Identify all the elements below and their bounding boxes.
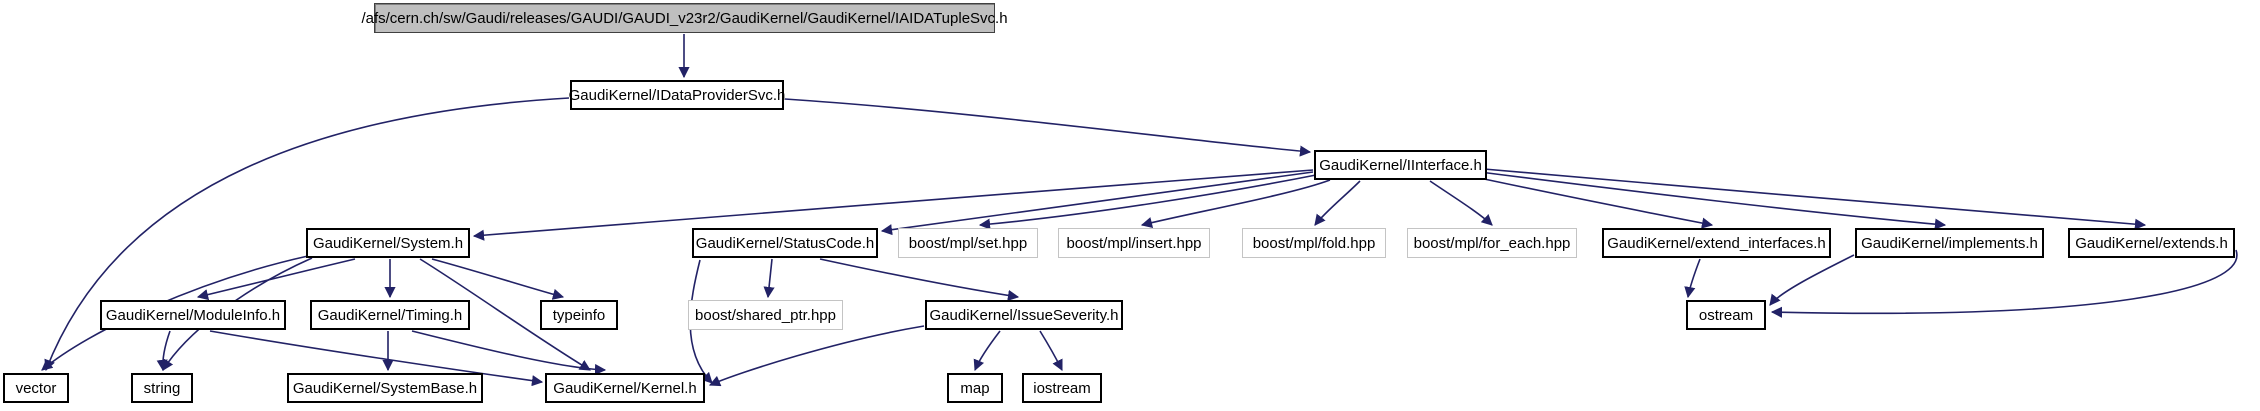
node-gaudikernel-issueseverity[interactable]: GaudiKernel/IssueSeverity.h (925, 300, 1123, 330)
node-boost-shared-ptr[interactable]: boost/shared_ptr.hpp (688, 300, 843, 330)
node-label: ostream (1698, 306, 1754, 324)
node-gaudikernel-extend-interfaces[interactable]: GaudiKernel/extend_interfaces.h (1602, 228, 1831, 258)
node-gaudikernel-moduleinfo[interactable]: GaudiKernel/ModuleInfo.h (100, 300, 286, 330)
node-label: string (143, 379, 181, 397)
node-label: boost/shared_ptr.hpp (695, 306, 836, 324)
node-label: /afs/cern.ch/sw/Gaudi/releases/GAUDI/GAU… (361, 9, 1008, 27)
node-gaudikernel-idataprovidersvc[interactable]: GaudiKernel/IDataProviderSvc.h (569, 80, 785, 110)
node-gaudikernel-kernel[interactable]: GaudiKernel/Kernel.h (545, 373, 705, 403)
node-label: GaudiKernel/IDataProviderSvc.h (568, 86, 786, 104)
node-boost-mpl-fold[interactable]: boost/mpl/fold.hpp (1242, 228, 1386, 258)
node-label: GaudiKernel/ModuleInfo.h (105, 306, 281, 324)
node-gaudikernel-system[interactable]: GaudiKernel/System.h (306, 228, 470, 258)
node-label: boost/mpl/set.hpp (908, 234, 1028, 252)
node-boost-mpl-for-each[interactable]: boost/mpl/for_each.hpp (1407, 228, 1577, 258)
node-label: GaudiKernel/IssueSeverity.h (929, 306, 1119, 324)
node-label: GaudiKernel/Timing.h (317, 306, 463, 324)
node-gaudikernel-statuscode[interactable]: GaudiKernel/StatusCode.h (692, 228, 878, 258)
node-label: vector (15, 379, 57, 397)
node-iostream[interactable]: iostream (1022, 373, 1102, 403)
node-boost-mpl-set[interactable]: boost/mpl/set.hpp (898, 228, 1038, 258)
node-label: typeinfo (552, 306, 606, 324)
node-typeinfo[interactable]: typeinfo (540, 300, 618, 330)
node-label: GaudiKernel/Kernel.h (553, 379, 697, 397)
node-string[interactable]: string (131, 373, 193, 403)
node-ostream[interactable]: ostream (1686, 300, 1766, 330)
node-gaudikernel-timing[interactable]: GaudiKernel/Timing.h (310, 300, 470, 330)
graph-root-node[interactable]: /afs/cern.ch/sw/Gaudi/releases/GAUDI/GAU… (361, 3, 1008, 33)
node-gaudikernel-extends[interactable]: GaudiKernel/extends.h (2068, 228, 2235, 258)
node-label: GaudiKernel/SystemBase.h (292, 379, 478, 397)
node-label: boost/mpl/insert.hpp (1066, 234, 1202, 252)
node-label: boost/mpl/for_each.hpp (1413, 234, 1571, 252)
node-map[interactable]: map (947, 373, 1003, 403)
node-gaudikernel-systembase[interactable]: GaudiKernel/SystemBase.h (287, 373, 483, 403)
node-label: GaudiKernel/implements.h (1861, 234, 2038, 252)
node-label: iostream (1033, 379, 1091, 397)
node-label: GaudiKernel/extend_interfaces.h (1607, 234, 1826, 252)
node-label: boost/mpl/fold.hpp (1252, 234, 1376, 252)
node-gaudikernel-iinterface[interactable]: GaudiKernel/IInterface.h (1314, 150, 1487, 180)
node-vector[interactable]: vector (3, 373, 69, 403)
node-label: GaudiKernel/System.h (312, 234, 464, 252)
node-gaudikernel-implements[interactable]: GaudiKernel/implements.h (1855, 228, 2044, 258)
node-boost-mpl-insert[interactable]: boost/mpl/insert.hpp (1058, 228, 1210, 258)
node-label: GaudiKernel/IInterface.h (1319, 156, 1482, 174)
node-label: GaudiKernel/extends.h (2075, 234, 2228, 252)
node-label: map (960, 379, 990, 397)
node-label: GaudiKernel/StatusCode.h (695, 234, 875, 252)
